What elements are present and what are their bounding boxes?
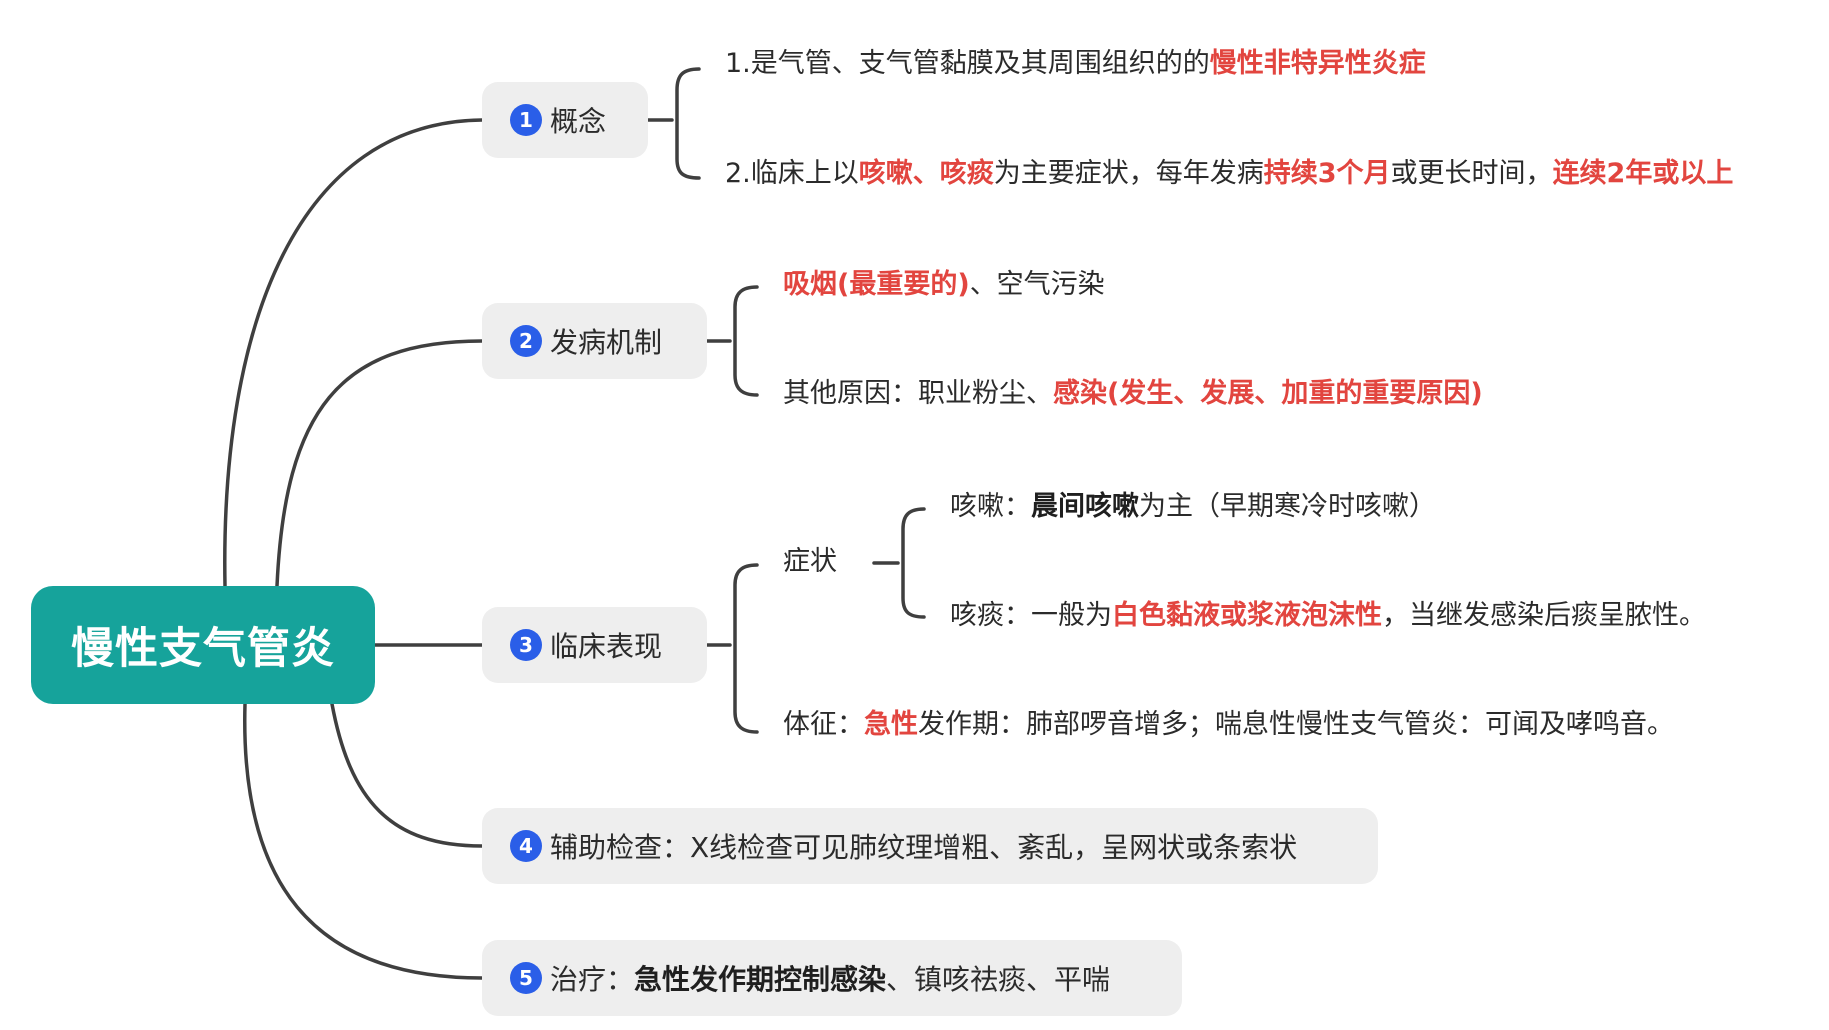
text-segment: 治疗： [550,963,635,996]
number-badge: 1 [510,104,542,136]
text-segment: 感染(发生、发展、加重的重要原因) [1053,378,1483,409]
symptom-cough-text: 咳嗽：晨间咳嗽为主（早期寒冷时咳嗽） [950,493,1436,520]
text-segment: 咳嗽、咳痰 [858,158,994,189]
root-node[interactable]: 慢性支气管炎 [31,586,375,704]
branch-node-clinical[interactable]: 3 临床表现 [482,607,707,683]
text-segment: 持续3个月 [1263,158,1391,189]
text-segment: 慢性非特异性炎症 [1209,48,1426,79]
text-segment: 咳嗽： [950,491,1031,522]
bracket-branch-2 [705,285,759,397]
text-segment: 连续2年或以上 [1552,158,1734,189]
text-segment: 、镇咳祛痰、平喘 [886,963,1111,996]
branch-node-concept[interactable]: 1 概念 [482,82,648,158]
branch-node-pathogenesis[interactable]: 2 发病机制 [482,303,707,379]
text-segment: 为主要症状，每年发病 [993,158,1264,189]
branch-label: 辅助检查：X线检查可见肺纹理增粗、紊乱，呈网状或条索状 [550,831,1298,864]
concept-definition-text: 1.是气管、支气管黏膜及其周围组织的的慢性非特异性炎症 [725,50,1426,77]
bracket-branch-3 [705,563,759,734]
number-badge: 4 [510,830,542,862]
text-segment: 或更长时间， [1390,158,1553,189]
connector-root-branch-1 [223,118,484,588]
text-segment: 其他原因：职业粉尘、 [783,378,1053,409]
text-segment: 晨间咳嗽 [1031,491,1139,522]
clinical-signs-text: 体征：急性发作期：肺部啰音增多；喘息性慢性支气管炎：可闻及哮鸣音。 [783,711,1674,738]
bracket-symptoms [872,507,926,619]
text-segment: 吸烟(最重要的) [783,269,970,300]
symptom-sputum-text: 咳痰：一般为白色黏液或浆液泡沫性，当继发感染后痰呈脓性。 [950,602,1706,629]
number-badge: 3 [510,629,542,661]
connector-root-branch-5 [243,702,484,980]
text-segment: 发作期：肺部啰音增多；喘息性慢性支气管炎：可闻及哮鸣音。 [918,709,1674,740]
text-segment: 急性发作期控制感染 [634,963,887,996]
number-badge: 2 [510,325,542,357]
text-segment: 1.是气管、支气管黏膜及其周围组织的的 [725,48,1210,79]
branch-label: 发病机制 [550,326,663,359]
connector-root-branch-4 [330,702,484,848]
branch-label: 概念 [550,105,607,138]
text-segment: 体征： [783,709,864,740]
branch-node-auxiliary-exam[interactable]: 4 辅助检查：X线检查可见肺纹理增粗、紊乱，呈网状或条索状 [482,808,1378,884]
root-title: 慢性支气管炎 [71,624,335,674]
text-segment: ，当继发感染后痰呈脓性。 [1382,600,1706,631]
branch-label: 临床表现 [550,630,663,663]
text-segment: 2.临床上以 [725,158,859,189]
text-segment: 、空气污染 [969,269,1105,300]
pathogenesis-other-text: 其他原因：职业粉尘、感染(发生、发展、加重的重要原因) [783,380,1483,407]
text-segment: 咳痰：一般为 [950,600,1112,631]
number-badge: 5 [510,962,542,994]
concept-clinical-text: 2.临床上以咳嗽、咳痰为主要症状，每年发病持续3个月或更长时间，连续2年或以上 [725,160,1733,187]
bracket-branch-1 [646,67,701,180]
text-segment: 白色黏液或浆液泡沫性 [1112,600,1382,631]
branch-node-treatment[interactable]: 5 治疗：急性发作期控制感染、镇咳祛痰、平喘 [482,940,1182,1016]
connector-root-branch-2 [275,339,484,588]
text-segment: 急性 [864,709,918,740]
text-segment: 为主（早期寒冷时咳嗽） [1139,491,1436,522]
symptoms-label: 症状 [783,546,837,577]
treatment-text: 治疗：急性发作期控制感染、镇咳祛痰、平喘 [550,958,1110,998]
pathogenesis-smoking-text: 吸烟(最重要的)、空气污染 [783,271,1105,298]
